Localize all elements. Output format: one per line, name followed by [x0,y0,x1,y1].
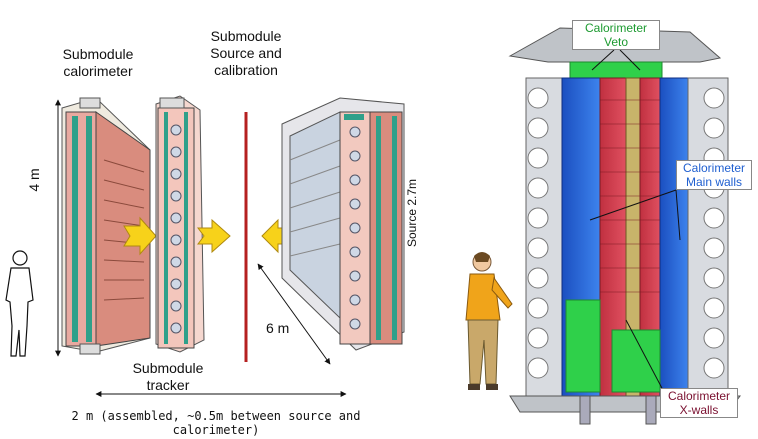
label-submodule-calorimeter: Submodule calorimeter [62,46,134,79]
calorimeter-submodule [61,97,151,355]
assembly-arrow-2 [197,218,231,254]
label-submodule-tracker: Submodule tracker [132,360,204,393]
detector-tower [508,27,741,425]
depth-dimension [257,263,331,365]
assembled-submodule-3d [281,97,405,351]
label-depth: 6 m [266,320,290,336]
person-outline [5,250,34,357]
label-assembled-width: 2 m (assembled, ~0.5m between source and… [71,409,361,437]
label-height: 4 m [26,168,42,192]
person-figure [465,252,513,390]
label-calorimeter-main-walls: Calorimeter Main walls [676,160,752,190]
label-calorimeter-x-walls: Calorimeter X-walls [660,388,738,418]
assembly-arrow-1 [123,216,157,256]
label-submodule-source: Submodule Source and calibration [210,28,282,78]
tracker-submodule [155,95,205,353]
label-calorimeter-veto: Calorimeter Veto [572,20,660,50]
label-source-length: Source 2.7m [405,178,419,248]
